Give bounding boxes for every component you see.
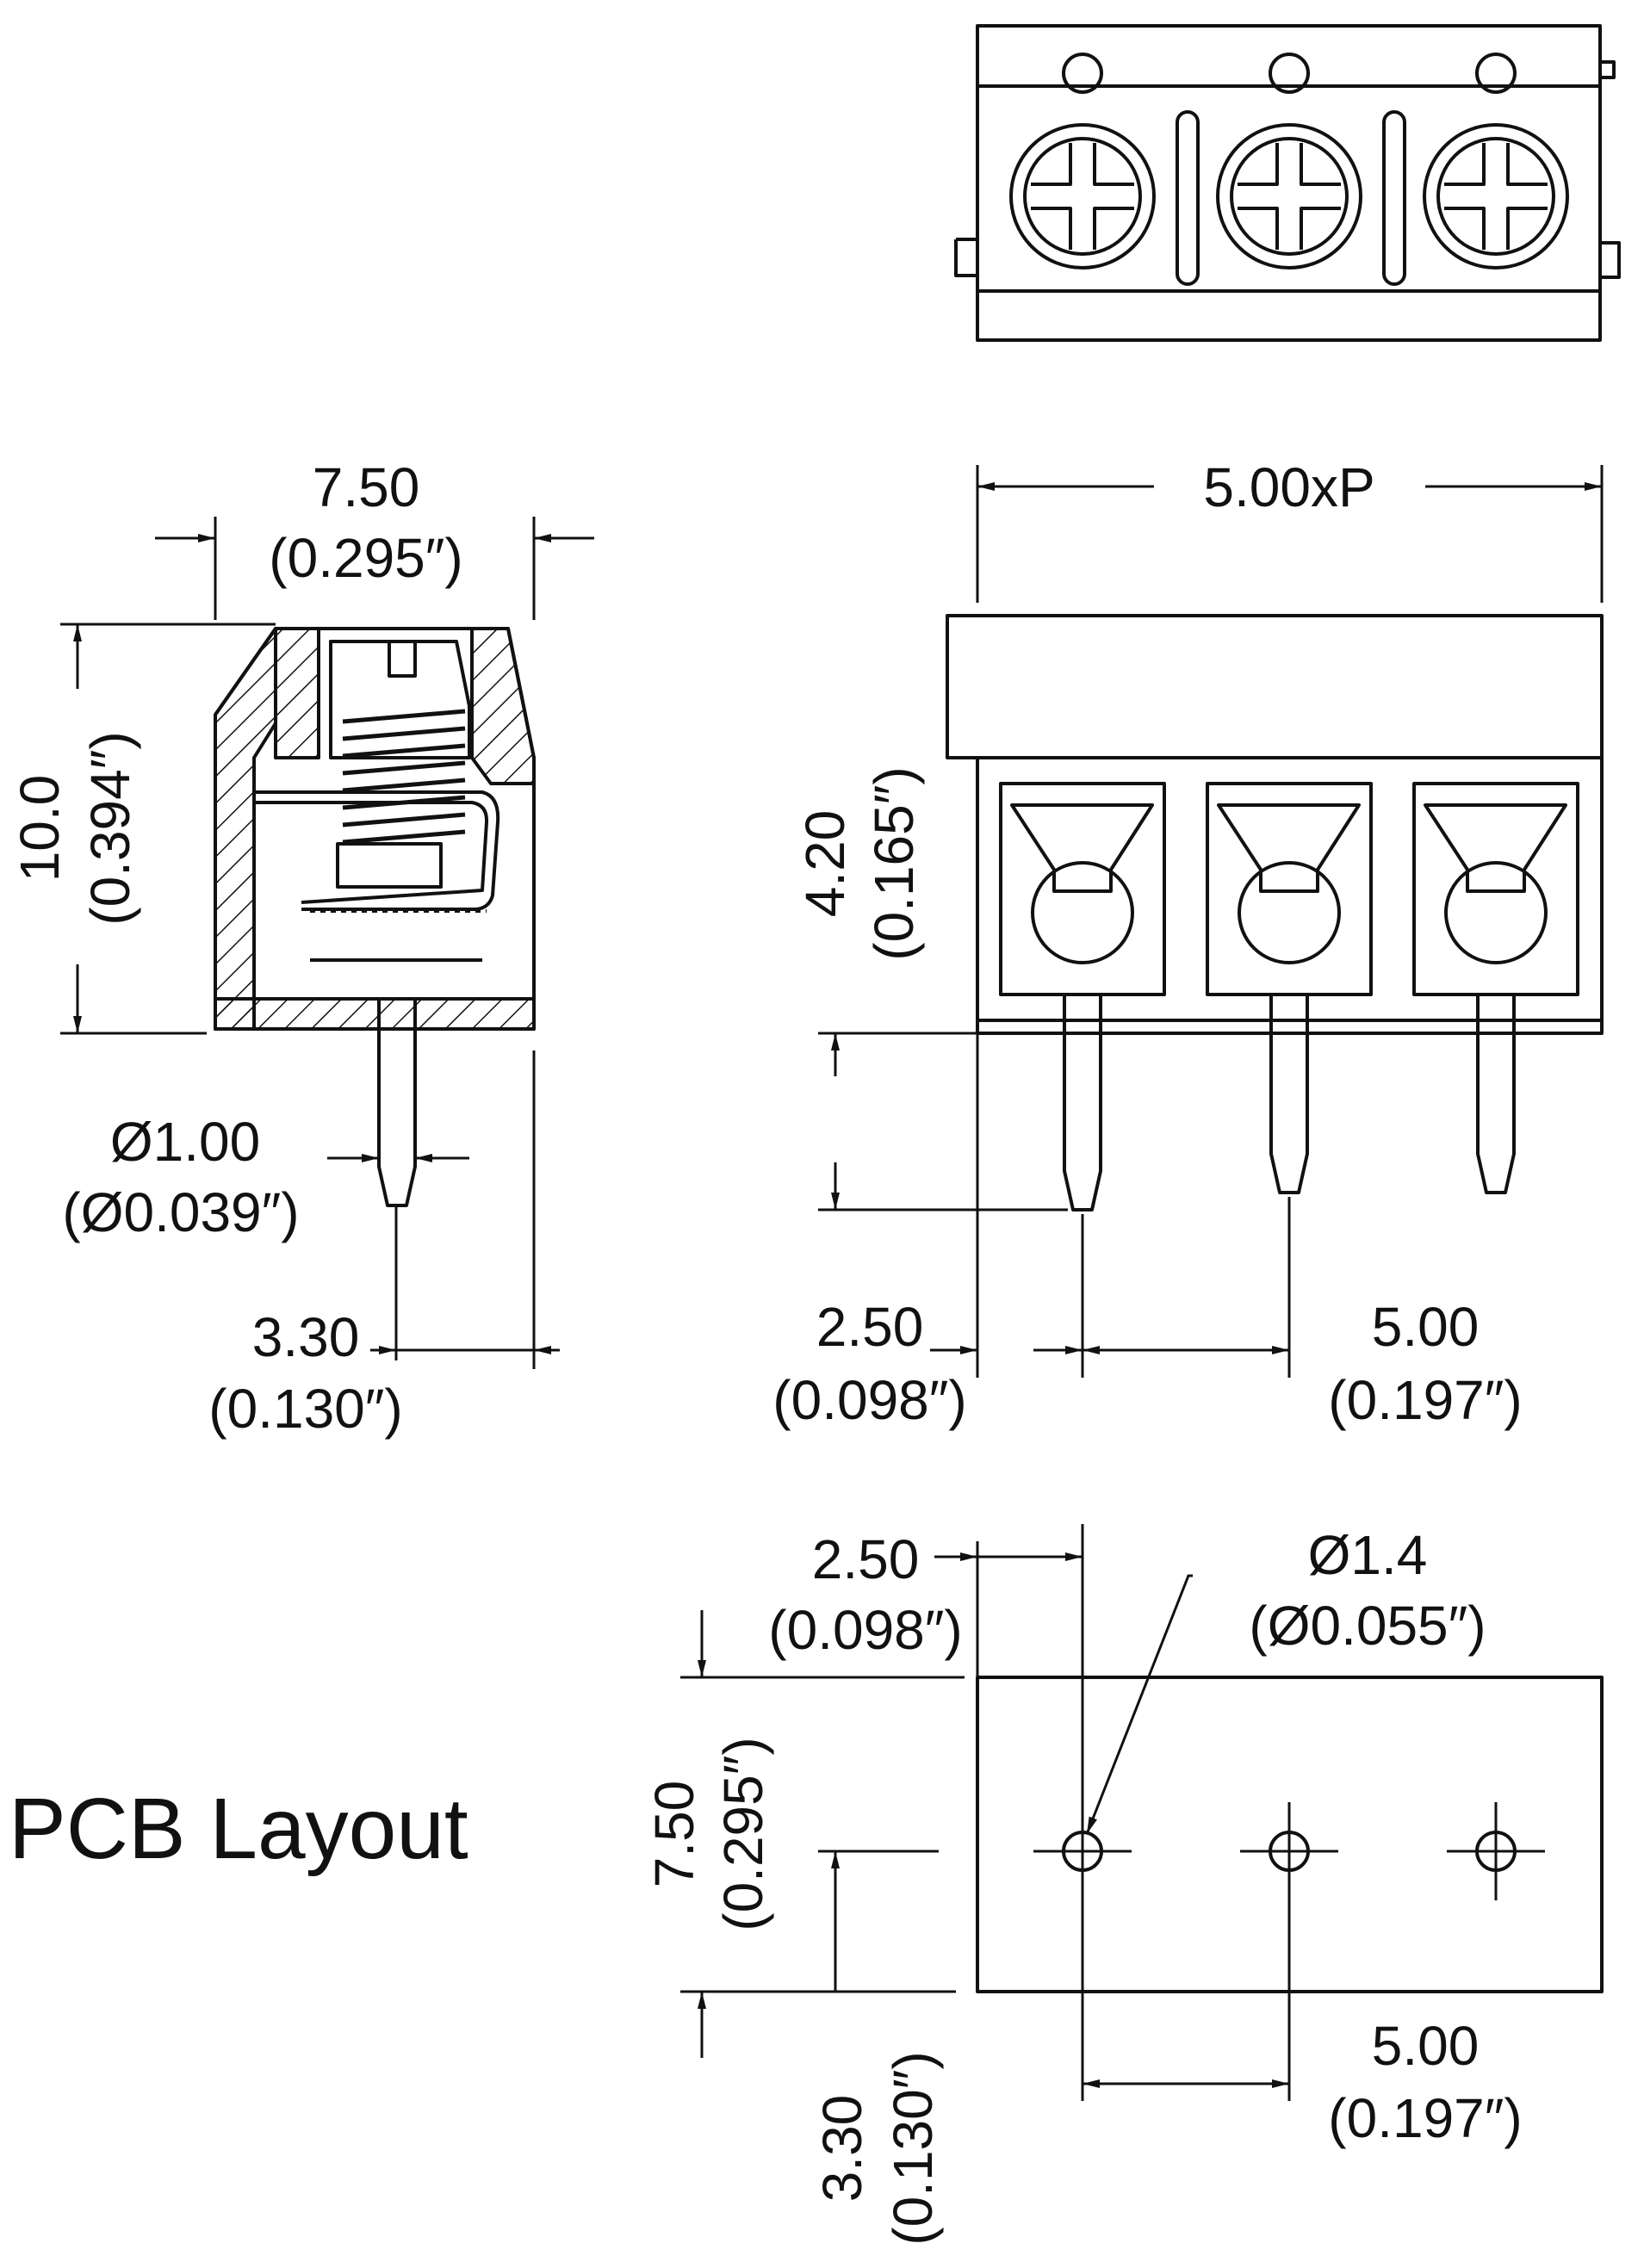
screw-head-icon [1216,123,1362,270]
side-height-inch: (0.394″) [79,731,141,925]
pcb-layout-title: PCB Layout [9,1781,468,1877]
pcb-row-offset-mm: 3.30 [811,2095,873,2203]
top-view [954,24,1621,342]
front-pitch-mm: 5.00 [1372,1296,1480,1358]
side-width-mm: 7.50 [313,456,420,518]
pin-diameter-inch: (Ø0.039″) [62,1181,299,1243]
front-pitch-inch: (0.197″) [1328,1369,1522,1431]
dimension-lines [60,465,1604,2101]
front-length: 5.00xP [1203,456,1374,518]
pcb-edge-to-hole-mm: 2.50 [812,1528,920,1590]
pcb-depth-inch: (0.295″) [712,1737,774,1930]
pcb-pitch-inch: (0.197″) [1328,2087,1522,2149]
side-view [214,627,536,1207]
pcb-depth-mm: 7.50 [643,1781,705,1888]
pin-offset-inch: (0.130″) [208,1378,402,1440]
pin-length-mm: 4.20 [794,810,856,918]
hole-diameter-mm: Ø1.4 [1308,1524,1428,1586]
pin-offset-mm: 3.30 [252,1306,360,1368]
terminal-icon [1206,782,1373,996]
hole-diameter-inch: (Ø0.055″) [1249,1595,1486,1657]
pin-diameter-mm: Ø1.00 [110,1111,260,1173]
pcb-row-offset-inch: (0.130″) [882,2051,944,2245]
screw-head-icon [1009,123,1156,270]
pin-length-inch: (0.165″) [863,766,925,960]
front-view [946,614,1604,1211]
edge-to-pin-inch: (0.098″) [772,1369,966,1431]
terminal-icon [999,782,1166,996]
pcb-edge-to-hole-inch: (0.098″) [768,1599,962,1661]
screw-thread [342,709,466,845]
edge-to-pin-mm: 2.50 [816,1296,924,1358]
side-width-inch: (0.295″) [269,527,462,589]
pcb-hole-icon [1447,1802,1545,1900]
pcb-pitch-mm: 5.00 [1372,2015,1480,2077]
side-height-mm: 10.0 [9,775,71,883]
terminal-icon [1412,782,1579,996]
screw-head-icon [1423,123,1569,270]
